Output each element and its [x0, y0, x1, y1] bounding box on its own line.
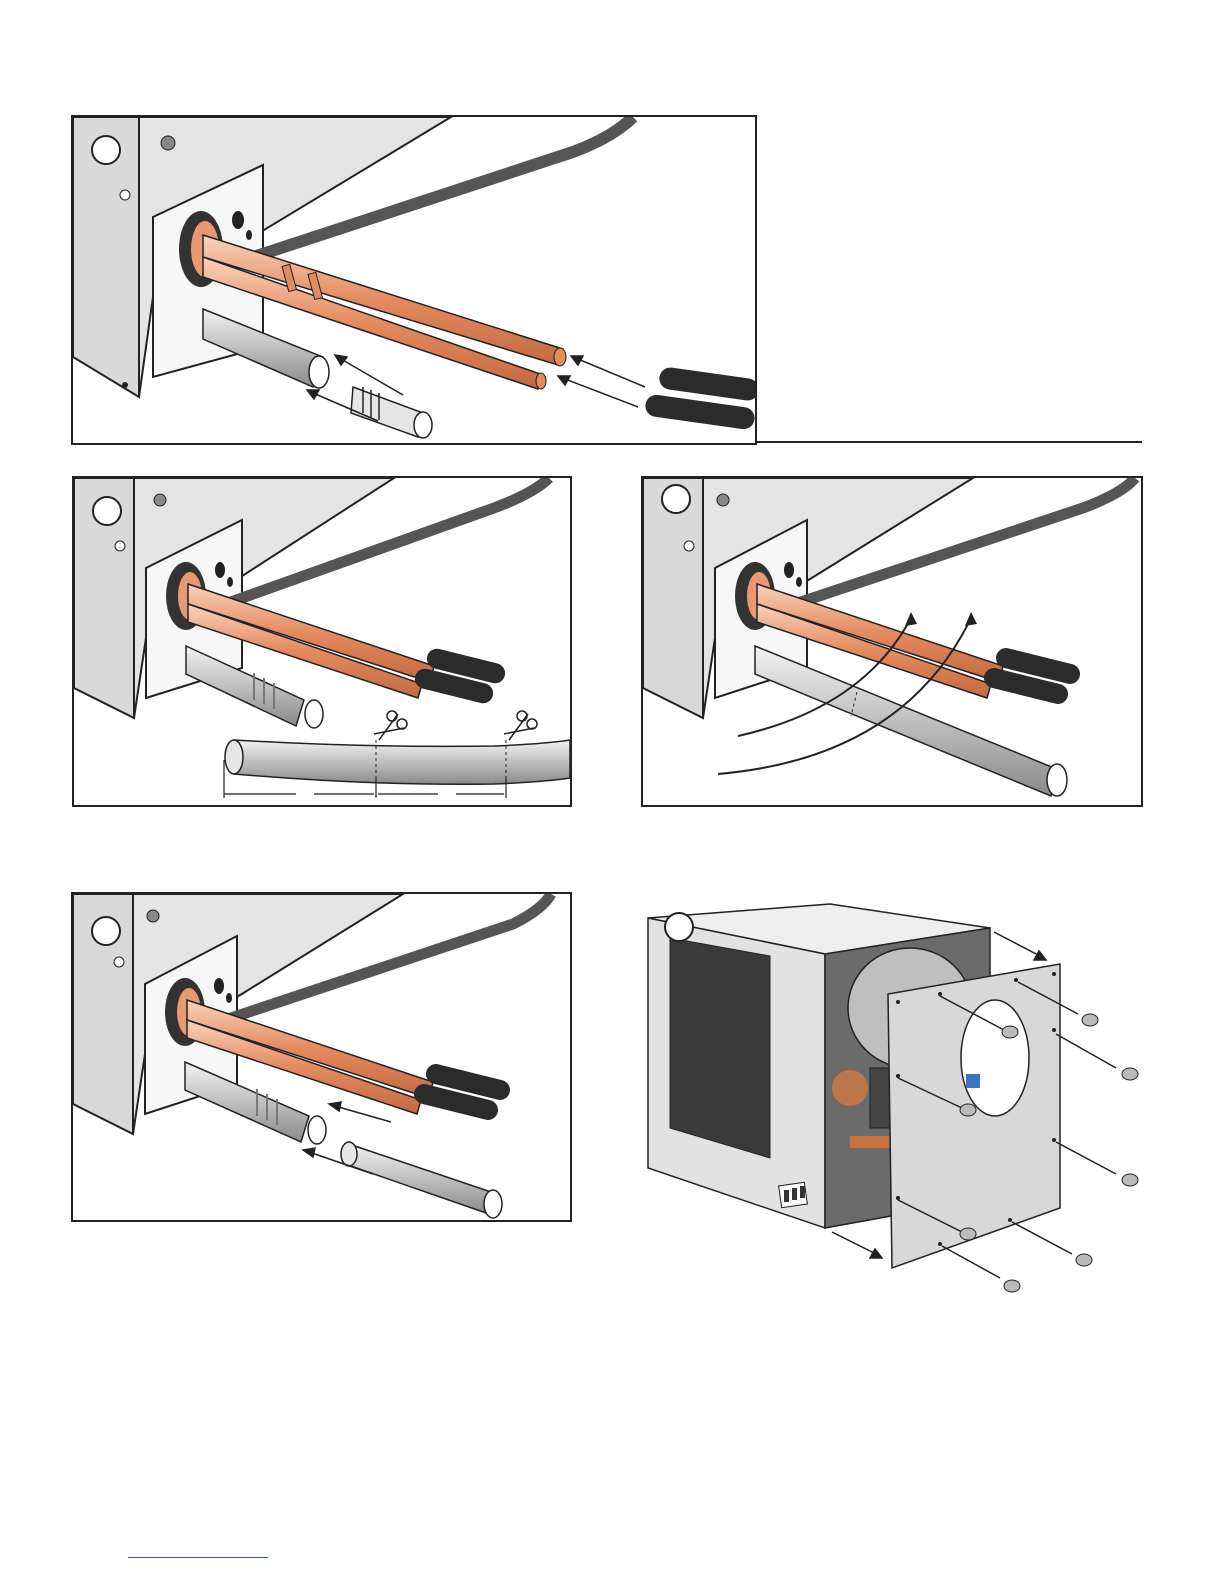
step-3-panel [641, 476, 1143, 807]
step-5-illustration-wrap [640, 898, 1150, 1298]
step-1-panel [71, 115, 757, 445]
footer-link-underline [128, 1557, 268, 1558]
step-5-illustration [640, 898, 1150, 1298]
step-1-illustration [73, 117, 755, 443]
section-divider [755, 441, 1142, 443]
scissors-icon [374, 711, 407, 740]
step-3-badge [661, 484, 691, 514]
scissors-icon [504, 711, 537, 740]
step-4-badge [91, 916, 121, 946]
insulation-sleeves [644, 366, 755, 430]
step-2-badge [92, 496, 122, 526]
barbed-fitting [351, 387, 432, 438]
step-3-illustration [643, 478, 1141, 805]
step-4-panel [71, 892, 572, 1222]
step-2-panel [72, 476, 572, 807]
step-2-illustration [74, 478, 570, 805]
step-4-illustration [73, 894, 570, 1220]
step-5-badge [664, 912, 694, 942]
step-1-badge [91, 135, 121, 165]
